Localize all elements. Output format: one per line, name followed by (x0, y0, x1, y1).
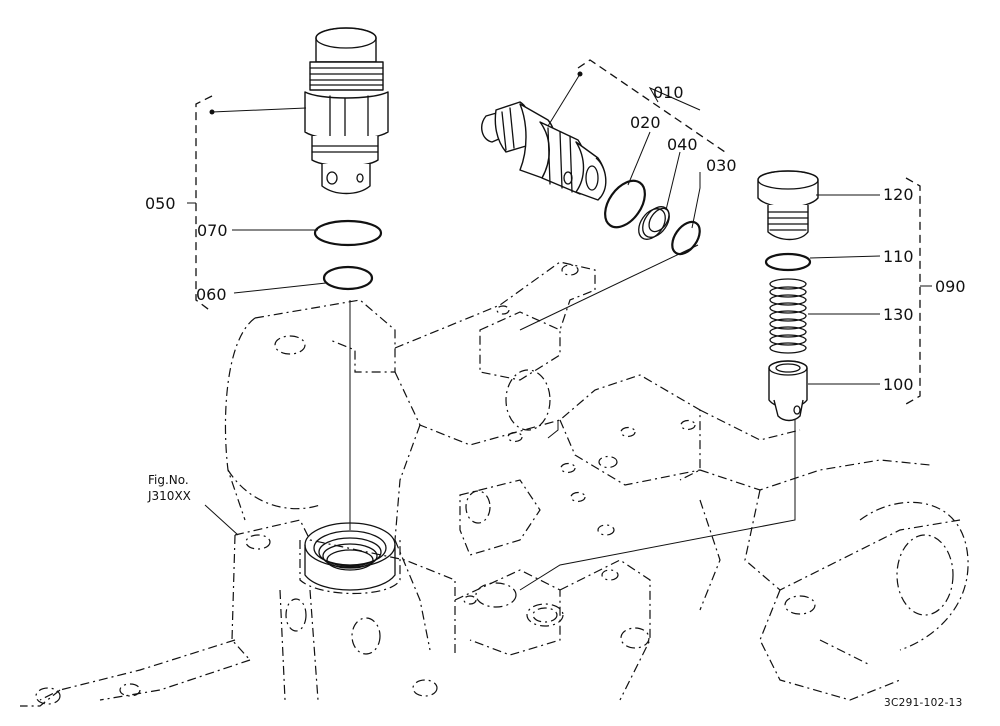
label-020: 020 (630, 113, 661, 132)
figure-ref-line1: Fig.No. (148, 473, 189, 487)
label-070: 070 (197, 221, 228, 240)
o-ring-030 (671, 220, 701, 256)
plug-120 (757, 170, 819, 241)
leader-lines (187, 86, 932, 536)
label-060: 060 (196, 285, 227, 304)
label-040: 040 (667, 135, 698, 154)
part-labels: 050 070 060 010 020 040 030 120 110 090 … (145, 83, 966, 709)
o-ring-070 (313, 219, 383, 247)
label-030: 030 (706, 156, 737, 175)
backup-ring-040 (638, 206, 670, 240)
relief-valve-cartridge-050 (304, 27, 389, 195)
label-120: 120 (883, 185, 914, 204)
poppet-100 (768, 360, 808, 422)
valve-assembly-010 (481, 101, 607, 201)
o-ring-020 (604, 179, 646, 229)
bracket-010 (577, 59, 726, 153)
label-010: 010 (653, 83, 684, 102)
o-ring-110 (764, 252, 812, 272)
label-130: 130 (883, 305, 914, 324)
assembly-lines (349, 244, 796, 591)
label-090: 090 (935, 277, 966, 296)
spring-130 (769, 278, 807, 354)
bracket-090 (905, 177, 921, 405)
bracket-050 (195, 95, 213, 313)
threaded-port (304, 522, 396, 591)
label-110: 110 (883, 247, 914, 266)
o-ring-060 (322, 265, 374, 291)
label-100: 100 (883, 375, 914, 394)
figure-ref-line2: J310XX (147, 489, 191, 503)
drawing-code: 3C291-102-13 (884, 697, 963, 709)
label-050: 050 (145, 194, 176, 213)
